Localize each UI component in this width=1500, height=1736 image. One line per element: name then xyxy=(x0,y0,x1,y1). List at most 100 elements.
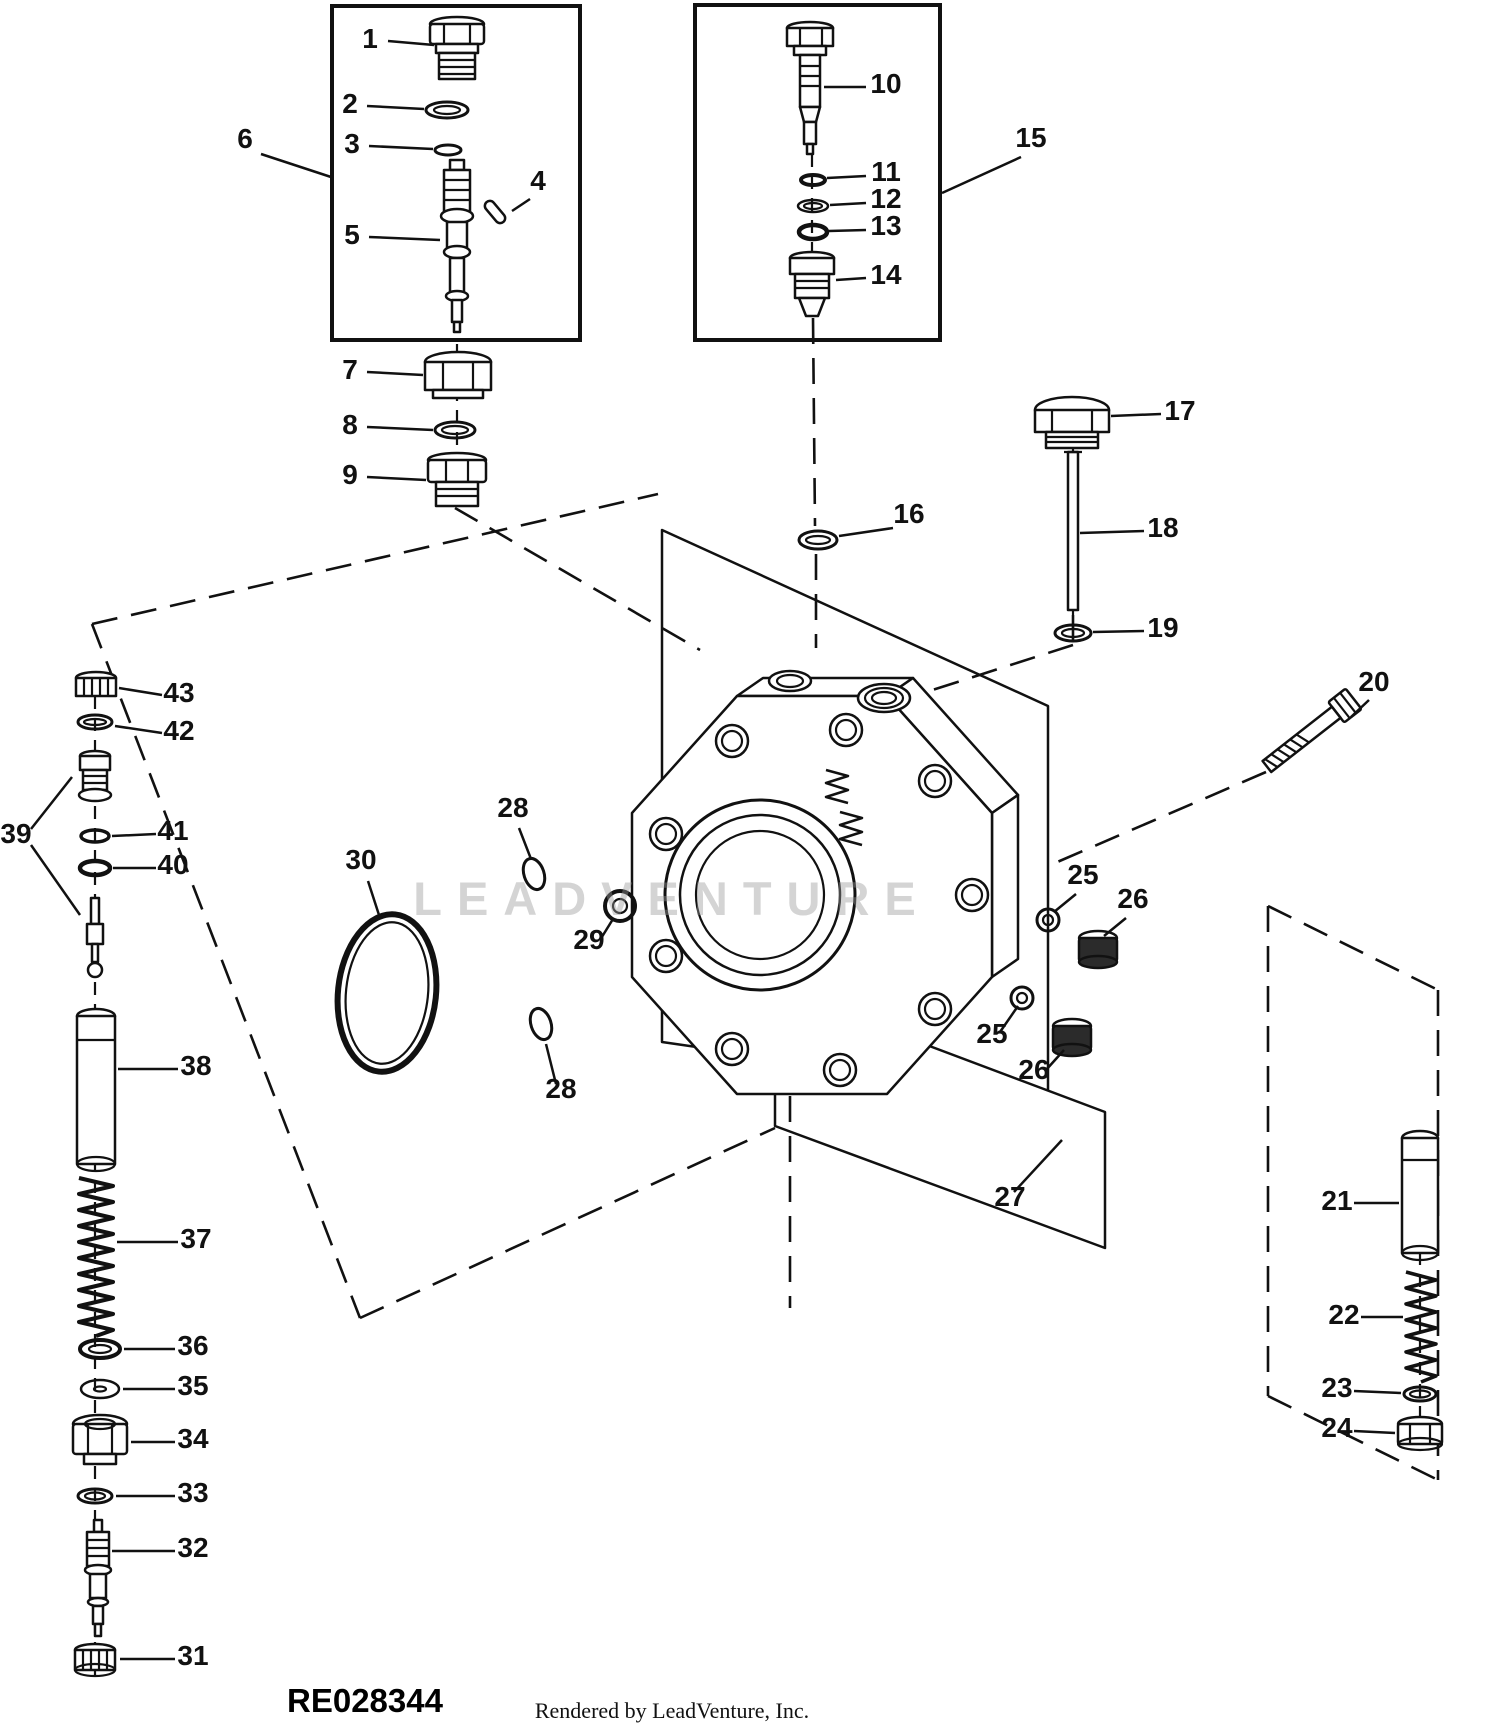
callout-28: 28 xyxy=(545,1073,576,1104)
callout-26: 26 xyxy=(1117,883,1148,914)
part-24-nut xyxy=(1396,1415,1444,1452)
part-28b-o-ring xyxy=(528,1006,554,1042)
part-17-cap-plug xyxy=(1033,395,1111,450)
callout-36: 36 xyxy=(177,1330,208,1361)
callout-38: 38 xyxy=(180,1050,211,1081)
callout-17: 17 xyxy=(1164,395,1195,426)
part-19-o-ring xyxy=(1053,623,1093,643)
footer-credit: Rendered by LeadVenture, Inc. xyxy=(535,1698,809,1723)
part-36-seat-ring xyxy=(78,1338,122,1360)
part-43-nut xyxy=(74,670,118,698)
callout-leader-8 xyxy=(366,425,434,432)
callout-leader-16 xyxy=(838,526,894,538)
callout-6: 6 xyxy=(237,123,253,154)
part-34-hex-fitting xyxy=(71,1413,129,1466)
part-23-o-ring xyxy=(1402,1385,1438,1403)
callout-25: 25 xyxy=(1067,859,1098,890)
part-18-rod xyxy=(1064,450,1082,612)
callout-33: 33 xyxy=(177,1477,208,1508)
part-20-bolt xyxy=(1261,688,1363,774)
part-16-o-ring xyxy=(797,529,839,551)
callout-2: 2 xyxy=(342,88,358,119)
callout-14: 14 xyxy=(870,259,902,290)
callout-leader-28 xyxy=(517,827,533,860)
part-40-ring xyxy=(77,858,113,878)
part-21-piston xyxy=(1400,1129,1440,1262)
part-25a-ball xyxy=(1035,907,1061,933)
part-25b-ball xyxy=(1009,985,1035,1011)
callout-layer: 1234567891011121314151617181920212223242… xyxy=(0,23,1403,1671)
part-13-ring xyxy=(796,222,830,242)
callout-35: 35 xyxy=(177,1370,208,1401)
part-9-fitting xyxy=(426,451,488,508)
part-29-ring xyxy=(603,889,637,923)
callout-leader-28 xyxy=(544,1043,558,1085)
callout-40: 40 xyxy=(157,849,188,880)
callout-3: 3 xyxy=(344,128,360,159)
callout-leader-39 xyxy=(29,844,82,916)
part-37-spring xyxy=(77,1176,115,1338)
inset-box-group-15 xyxy=(693,3,942,342)
callout-37: 37 xyxy=(180,1223,211,1254)
callout-25: 25 xyxy=(976,1018,1007,1049)
callout-leader-27 xyxy=(1013,1139,1063,1193)
callout-leader-29 xyxy=(598,918,615,941)
callout-leader-25 xyxy=(998,1005,1020,1033)
callout-leader-13 xyxy=(828,228,867,233)
internal-spring-a xyxy=(824,768,850,805)
part-41-washer xyxy=(79,828,111,844)
callout-leader-12 xyxy=(829,201,867,207)
callout-leader-23 xyxy=(1353,1389,1402,1395)
top-ports xyxy=(767,669,912,714)
callout-31: 31 xyxy=(177,1640,208,1671)
callout-8: 8 xyxy=(342,409,358,440)
part-39-pilot-assembly xyxy=(77,749,113,979)
callout-1: 1 xyxy=(362,23,378,54)
callout-22: 22 xyxy=(1328,1299,1359,1330)
callout-42: 42 xyxy=(163,715,194,746)
callout-16: 16 xyxy=(893,498,924,529)
callout-10: 10 xyxy=(870,68,901,99)
part-12-o-ring xyxy=(796,198,830,214)
callout-7: 7 xyxy=(342,354,358,385)
callout-41: 41 xyxy=(157,815,188,846)
watermark: LEADVENTURE xyxy=(413,872,931,925)
callout-leader-3 xyxy=(368,144,434,151)
part-2-o-ring xyxy=(424,100,470,120)
callout-leader-18 xyxy=(1079,529,1145,535)
part-32-valve-stem xyxy=(83,1518,113,1638)
part-26a-plug xyxy=(1077,929,1119,970)
callout-39: 39 xyxy=(0,818,31,849)
callout-leader-19 xyxy=(1092,629,1145,634)
part-31-nut xyxy=(73,1642,117,1678)
drawing-number: RE028344 xyxy=(287,1682,444,1719)
part-35-washer xyxy=(79,1378,121,1400)
callout-15: 15 xyxy=(1015,122,1046,153)
callout-leader-26 xyxy=(1103,917,1127,937)
part-22-spring xyxy=(1404,1270,1438,1384)
part-4-pin xyxy=(483,199,507,225)
callout-leader-15 xyxy=(941,155,1022,195)
internal-spring-b xyxy=(838,810,864,847)
part-26b-plug xyxy=(1051,1017,1093,1058)
callout-12: 12 xyxy=(870,183,901,214)
part-28a-o-ring xyxy=(521,856,547,892)
part-3-o-ring xyxy=(433,143,463,157)
part-1-plug xyxy=(428,15,486,81)
pump-housing xyxy=(630,669,1020,1096)
callout-leader-11 xyxy=(826,174,867,180)
callout-leader-9 xyxy=(366,475,427,482)
part-11-washer xyxy=(799,173,827,187)
part-5-valve-stem xyxy=(439,158,475,334)
callout-26: 26 xyxy=(1018,1054,1049,1085)
bolt-holes xyxy=(648,712,990,1088)
callout-leader-41 xyxy=(111,832,157,838)
callout-29: 29 xyxy=(573,924,604,955)
callout-leader-7 xyxy=(366,370,424,377)
callout-leader-26 xyxy=(1045,1049,1065,1071)
callout-34: 34 xyxy=(177,1423,209,1454)
callout-leader-5 xyxy=(368,235,441,242)
callout-43: 43 xyxy=(163,677,194,708)
